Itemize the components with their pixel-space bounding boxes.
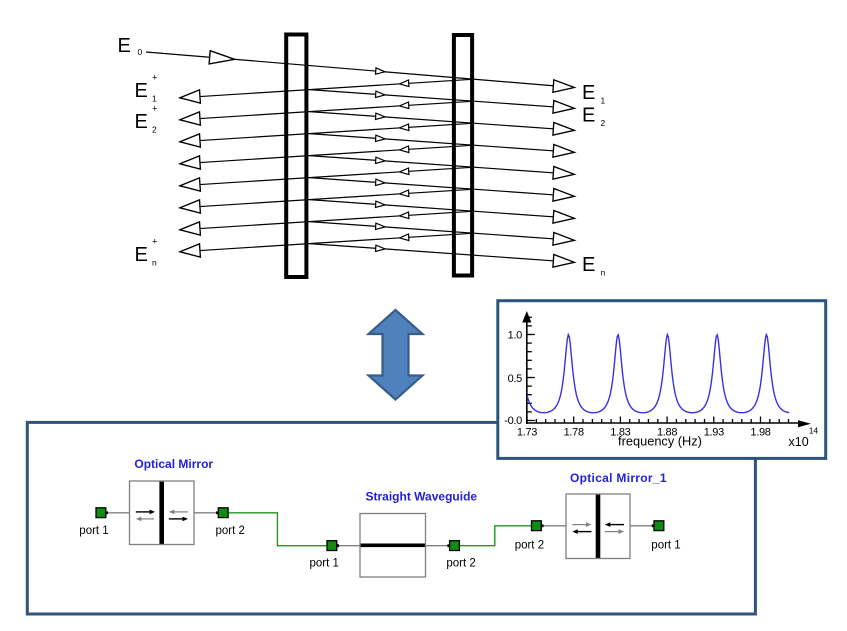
svg-text:x10: x10 [789,435,809,449]
svg-text:1.0: 1.0 [508,330,523,342]
svg-text:1.88: 1.88 [657,426,677,438]
svg-text:+: + [152,237,158,248]
svg-text:1: 1 [601,96,606,106]
svg-text:port 1: port 1 [79,525,108,537]
svg-text:E: E [135,111,148,133]
svg-text:2: 2 [601,118,606,128]
svg-text:E: E [582,105,595,127]
svg-text:E: E [135,244,148,266]
svg-text:0: 0 [138,47,143,57]
svg-text:+: + [152,104,158,115]
svg-text:port 1: port 1 [310,558,339,570]
svg-text:E: E [582,82,595,104]
svg-text:n: n [601,268,606,278]
svg-text:14: 14 [809,426,819,436]
svg-text:Optical Mirror_1: Optical Mirror_1 [570,471,667,485]
svg-text:n: n [152,258,157,268]
svg-text:E: E [135,80,148,102]
svg-text:+: + [152,73,158,84]
svg-text:E: E [118,35,131,57]
svg-text:port 1: port 1 [651,540,680,552]
svg-text:port 2: port 2 [216,525,245,537]
svg-text:1: 1 [152,94,157,104]
svg-text:2: 2 [152,125,157,135]
svg-text:1.83: 1.83 [610,426,630,438]
svg-text:1.78: 1.78 [564,426,584,438]
svg-text:-0.0: -0.0 [504,415,522,427]
svg-text:E: E [582,254,595,276]
svg-text:port 2: port 2 [446,558,475,570]
svg-text:frequency (Hz): frequency (Hz) [618,433,702,448]
svg-text:port 2: port 2 [515,540,544,552]
svg-text:1.93: 1.93 [704,426,724,438]
svg-text:Optical Mirror: Optical Mirror [134,457,213,471]
svg-text:Straight Waveguide: Straight Waveguide [366,490,478,504]
svg-text:0.5: 0.5 [508,373,523,385]
svg-text:1.73: 1.73 [517,426,537,438]
svg-text:1.98: 1.98 [750,426,770,438]
